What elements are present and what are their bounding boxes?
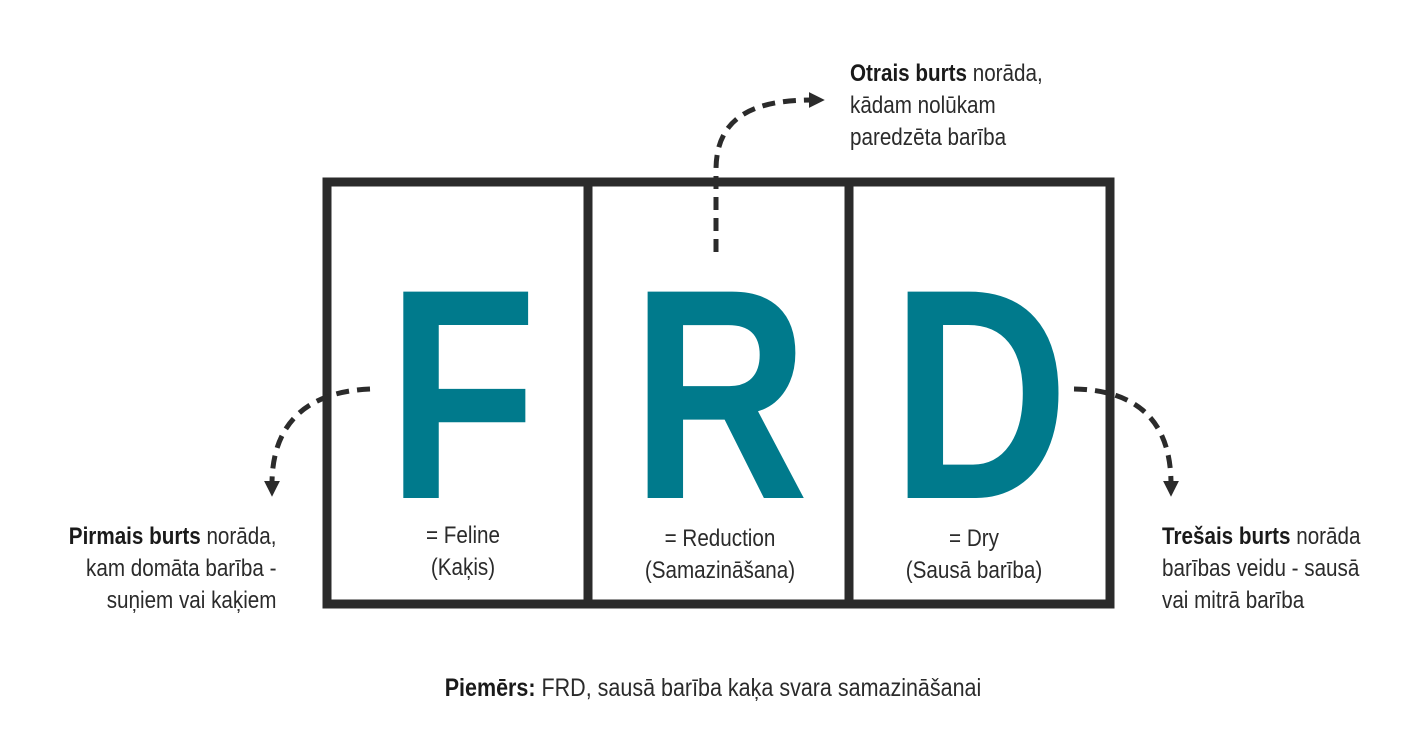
meaning-f: = Feline (Kaķis) xyxy=(390,520,536,584)
meaning-d: = Dry (Sausā barība) xyxy=(888,523,1060,587)
meaning-r-translation: (Samazināšana) xyxy=(644,557,796,584)
note-second-bold: Otrais burts xyxy=(850,60,967,87)
meaning-d-translation: (Sausā barība) xyxy=(905,557,1043,584)
letter-f: F xyxy=(387,228,537,563)
note-first-line1: norāda, xyxy=(200,523,276,550)
note-first-letter: Pirmais burts norāda, kam domāta barība … xyxy=(68,521,276,617)
note-third-bold: Trešais burts xyxy=(1162,523,1291,550)
example-text: FRD, sausā barība kaķa svara samazināšan… xyxy=(535,674,982,702)
arrow-third-letter xyxy=(1073,386,1179,497)
meaning-d-label: = Dry xyxy=(949,525,999,552)
note-second-line1: norāda, xyxy=(966,60,1043,87)
note-third-line3: vai mitrā barība xyxy=(1162,587,1305,614)
note-first-line3: suņiem vai kaķiem xyxy=(106,587,276,614)
meaning-f-translation: (Kaķis) xyxy=(430,554,496,581)
note-third-line1: norāda xyxy=(1290,523,1361,550)
letter-d: D xyxy=(891,228,1069,563)
example-label: Piemērs: xyxy=(444,674,536,702)
note-first-line2: kam domāta barība - xyxy=(85,555,276,582)
letter-r: R xyxy=(631,228,809,563)
meaning-r-label: = Reduction xyxy=(664,525,776,552)
meaning-r: = Reduction (Samazināšana) xyxy=(625,523,814,587)
note-second-line2: kādam nolūkam xyxy=(850,92,996,119)
example-caption: Piemērs: FRD, sausā barība kaķa svara sa… xyxy=(100,672,1326,704)
note-third-letter: Trešais burts norāda barības veidu - sau… xyxy=(1162,521,1360,617)
note-third-line2: barības veidu - sausā xyxy=(1162,555,1360,582)
note-second-letter: Otrais burts norāda, kādam nolūkam pared… xyxy=(850,58,1043,154)
meaning-f-label: = Feline xyxy=(425,522,501,549)
arrow-first-letter xyxy=(264,386,371,497)
note-second-line3: paredzēta barība xyxy=(850,124,1007,151)
note-first-bold: Pirmais burts xyxy=(68,523,201,550)
arrow-second-letter xyxy=(713,92,825,252)
